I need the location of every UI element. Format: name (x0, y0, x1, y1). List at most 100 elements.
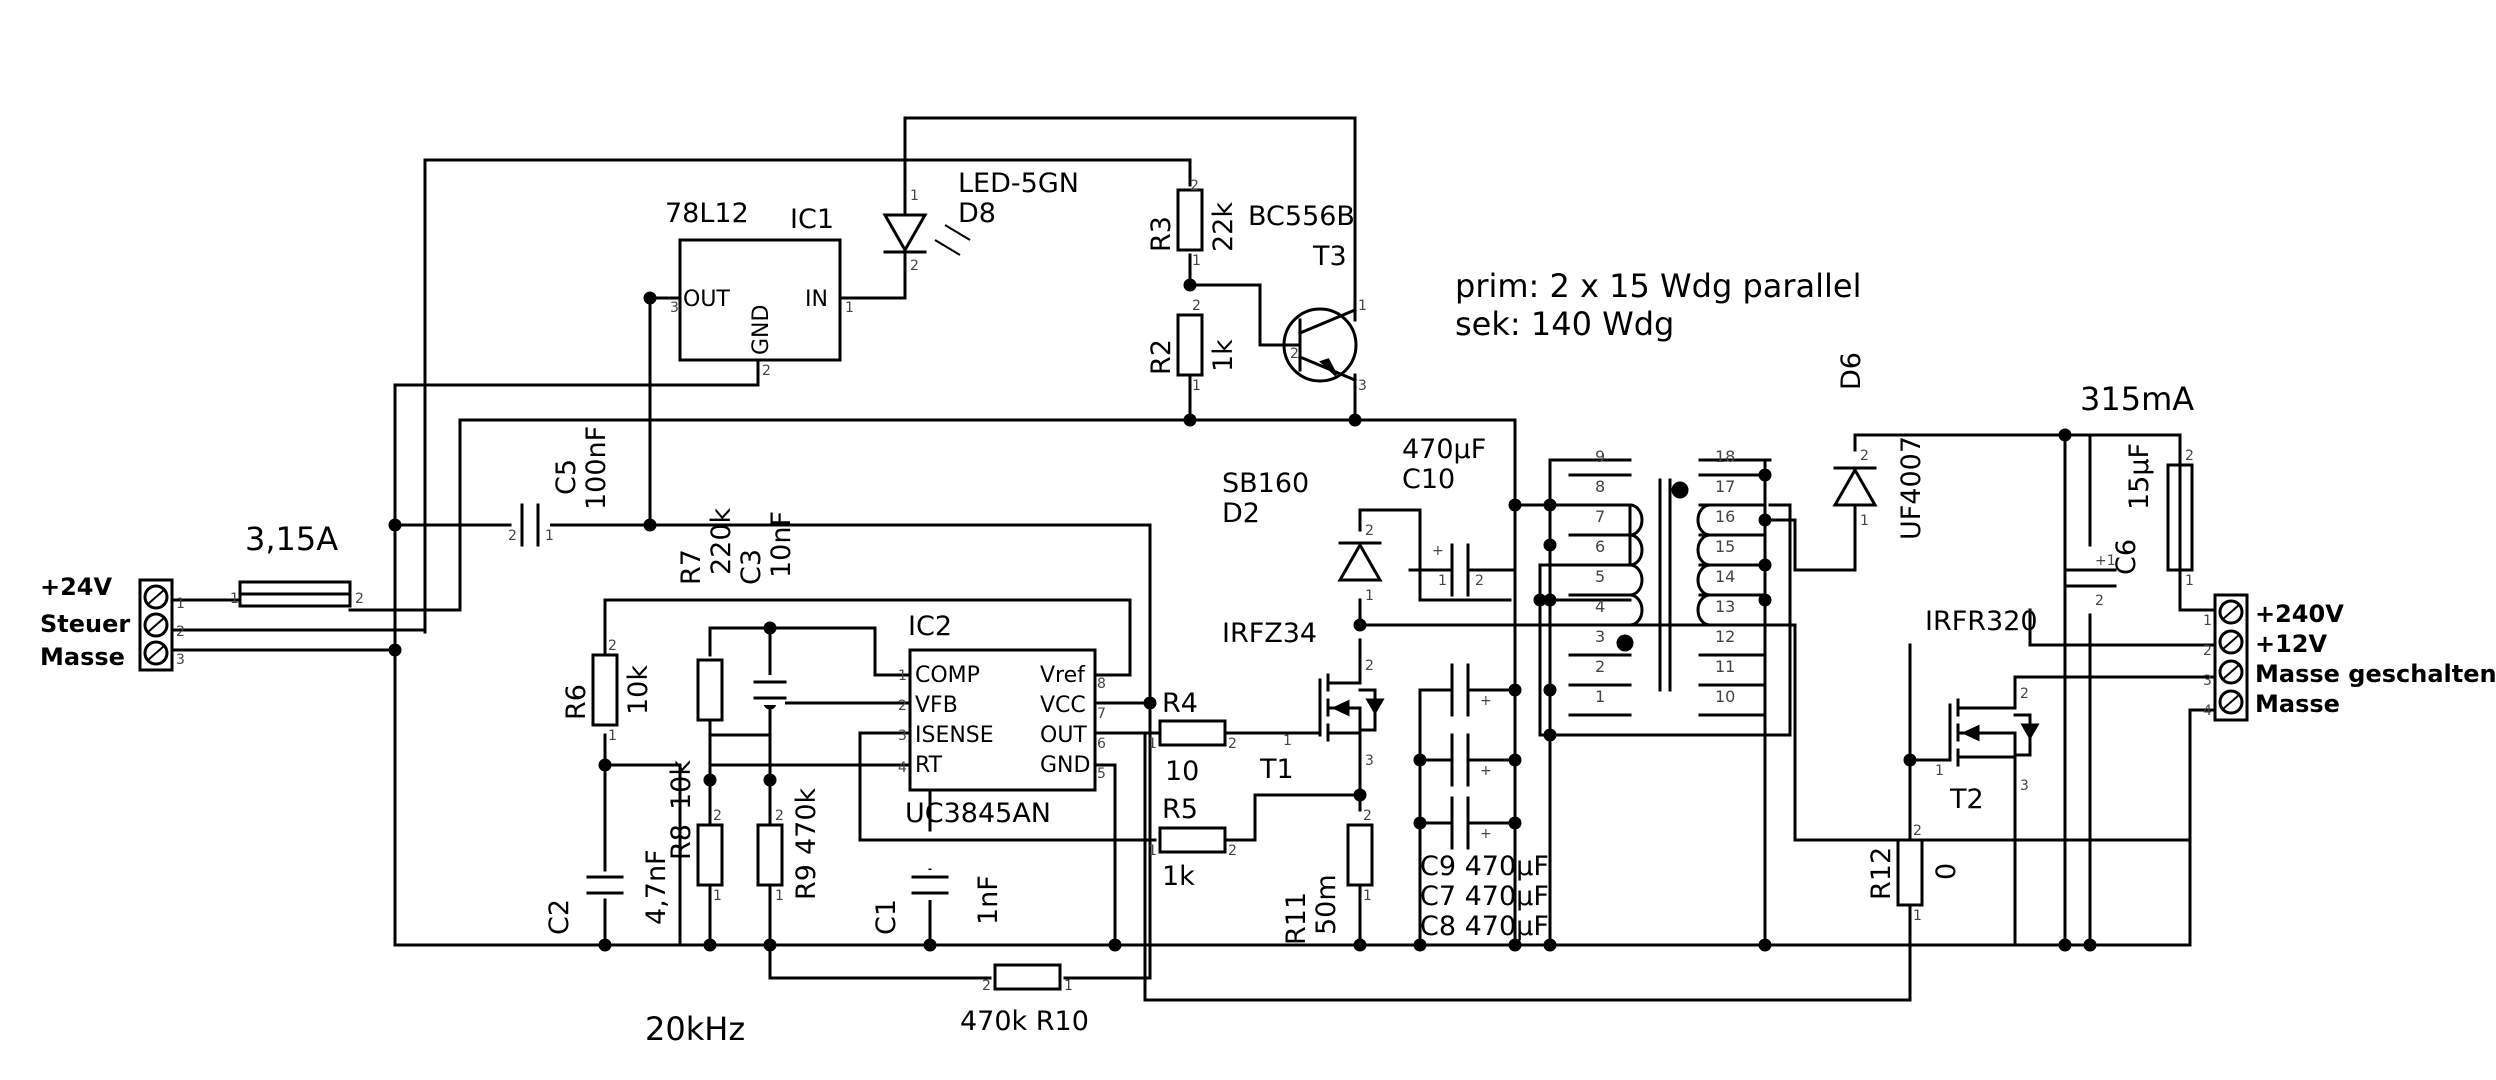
svg-text:2: 2 (910, 258, 919, 274)
fuse-out-label: 315mA (2080, 380, 2194, 418)
ic2-out-pin: OUT (1040, 723, 1087, 748)
winding-secondary-label: sek: 140 Wdg (1455, 305, 1674, 343)
ic2-controller: 1 2 3 4 8 7 6 5 (898, 648, 1106, 792)
mosfet-t1: 2 1 3 (1283, 658, 1385, 769)
r4-ref: R4 (1162, 688, 1198, 719)
d6-type: UF4007 (1896, 436, 1927, 540)
svg-text:2: 2 (1475, 573, 1484, 589)
resistor-r12: 2 1 (1896, 823, 1924, 924)
r4-value: 10 (1165, 756, 1199, 787)
svg-text:3: 3 (2020, 778, 2029, 794)
svg-text:1: 1 (1595, 687, 1605, 706)
transformer: 9 8 7 6 5 4 3 2 1 (1568, 447, 1767, 717)
svg-text:1: 1 (1064, 978, 1073, 994)
ic2-gnd-pin: GND (1040, 753, 1090, 778)
winding-primary-label: prim: 2 x 15 Wdg parallel (1455, 267, 1862, 305)
d6-ref: D6 (1836, 352, 1867, 390)
svg-text:2: 2 (355, 591, 364, 607)
r3-value: 22k (1208, 202, 1239, 252)
connector-in-pin1: +24V (40, 573, 113, 601)
c8-label: C8 470µF (1420, 911, 1549, 942)
ic1-out-pin: OUT (683, 287, 730, 312)
svg-text:10: 10 (1715, 687, 1735, 706)
svg-text:1: 1 (1913, 908, 1922, 924)
svg-text:8: 8 (1097, 676, 1106, 692)
c7-label: C7 470µF (1420, 881, 1549, 912)
resistor-r11: 2 1 (1346, 808, 1374, 904)
svg-text:1: 1 (910, 188, 919, 204)
svg-text:1: 1 (713, 888, 722, 904)
c2-value: 4,7nF (641, 849, 672, 925)
svg-text:2: 2 (762, 363, 771, 379)
connector-out-pin1: +240V (2255, 600, 2344, 628)
svg-text:8: 8 (1595, 477, 1605, 496)
input-connector: 1 2 3 (138, 578, 185, 672)
c5-ref: C5 (551, 459, 582, 495)
svg-text:1: 1 (1358, 298, 1367, 314)
t3-type: BC556B (1248, 201, 1355, 232)
capacitor-c2 (585, 763, 625, 947)
r2-value: 1k (1208, 339, 1239, 372)
svg-text:2: 2 (508, 528, 517, 544)
svg-text:2: 2 (1913, 823, 1922, 839)
output-connector: 1 2 3 4 (2203, 593, 2249, 722)
svg-text:2: 2 (713, 808, 722, 824)
svg-text:2: 2 (1192, 298, 1201, 314)
svg-text:4: 4 (898, 760, 907, 776)
fuse-in-label: 3,15A (245, 520, 338, 558)
diode-d2: 2 1 (1337, 523, 1383, 604)
capacitor-c5: 2 1 (508, 500, 554, 550)
r10-label: 470k R10 (960, 1006, 1089, 1037)
d2-type: SB160 (1222, 468, 1309, 499)
diode-d6: 2 1 (1832, 448, 1878, 532)
c2-ref: C2 (544, 899, 575, 935)
d8-ref: D8 (958, 198, 996, 229)
svg-text:1: 1 (1192, 253, 1201, 269)
svg-text:2: 2 (608, 638, 617, 654)
transistor-t3: 1 2 3 (1258, 298, 1367, 394)
c3-value: 10nF (766, 511, 797, 578)
ic2-ref: IC2 (908, 611, 952, 642)
capacitor-c6: +1 2 (2063, 553, 2117, 609)
capacitor-c3 (753, 675, 787, 705)
r3-ref: R3 (1146, 216, 1177, 252)
resistor-r3: 2 1 (1176, 178, 1204, 269)
svg-text:2: 2 (2020, 686, 2029, 702)
ic1-in-pin: IN (805, 287, 828, 312)
t1-type: IRFZ34 (1222, 618, 1317, 649)
capacitor-c10: + 1 2 (1432, 543, 1484, 597)
t1-ref: T1 (1259, 754, 1294, 785)
c9-label: C9 470µF (1420, 851, 1549, 882)
ic2-isense-pin: ISENSE (915, 723, 994, 748)
connector-in-pin2: Steuer (40, 610, 130, 638)
svg-text:1: 1 (1438, 573, 1447, 589)
svg-text:2: 2 (1365, 523, 1374, 539)
svg-text:1: 1 (2185, 573, 2194, 589)
r7-value: 220k (706, 507, 737, 575)
c6-ref: C6 (2111, 539, 2142, 575)
t3-ref: T3 (1312, 241, 1347, 272)
svg-text:+: + (1480, 826, 1492, 842)
r11-ref: R11 (1281, 892, 1312, 945)
svg-text:15: 15 (1715, 537, 1735, 556)
svg-text:2: 2 (176, 624, 185, 640)
svg-text:1: 1 (1935, 763, 1944, 779)
t2-type: IRFR320 (1925, 606, 2038, 637)
svg-text:1: 1 (1860, 513, 1869, 529)
ic1-regulator: 3 1 2 (670, 238, 854, 379)
connector-out-pin2: +12V (2255, 630, 2328, 658)
svg-text:2: 2 (1595, 657, 1605, 676)
ic2-vref-pin: Vref (1040, 663, 1086, 688)
r7-ref: R7 (676, 549, 707, 585)
svg-text:1: 1 (608, 728, 617, 744)
svg-text:7: 7 (1595, 507, 1605, 526)
svg-text:2: 2 (2203, 643, 2212, 659)
r6-ref: R6 (561, 684, 592, 720)
svg-text:2: 2 (2095, 593, 2104, 609)
c6-value: 15µF (2124, 443, 2155, 510)
svg-text:1: 1 (230, 591, 239, 607)
svg-text:2: 2 (982, 978, 991, 994)
svg-text:16: 16 (1715, 507, 1735, 526)
r8-value: 10k (666, 760, 697, 810)
r9-value: 470k (791, 787, 822, 855)
